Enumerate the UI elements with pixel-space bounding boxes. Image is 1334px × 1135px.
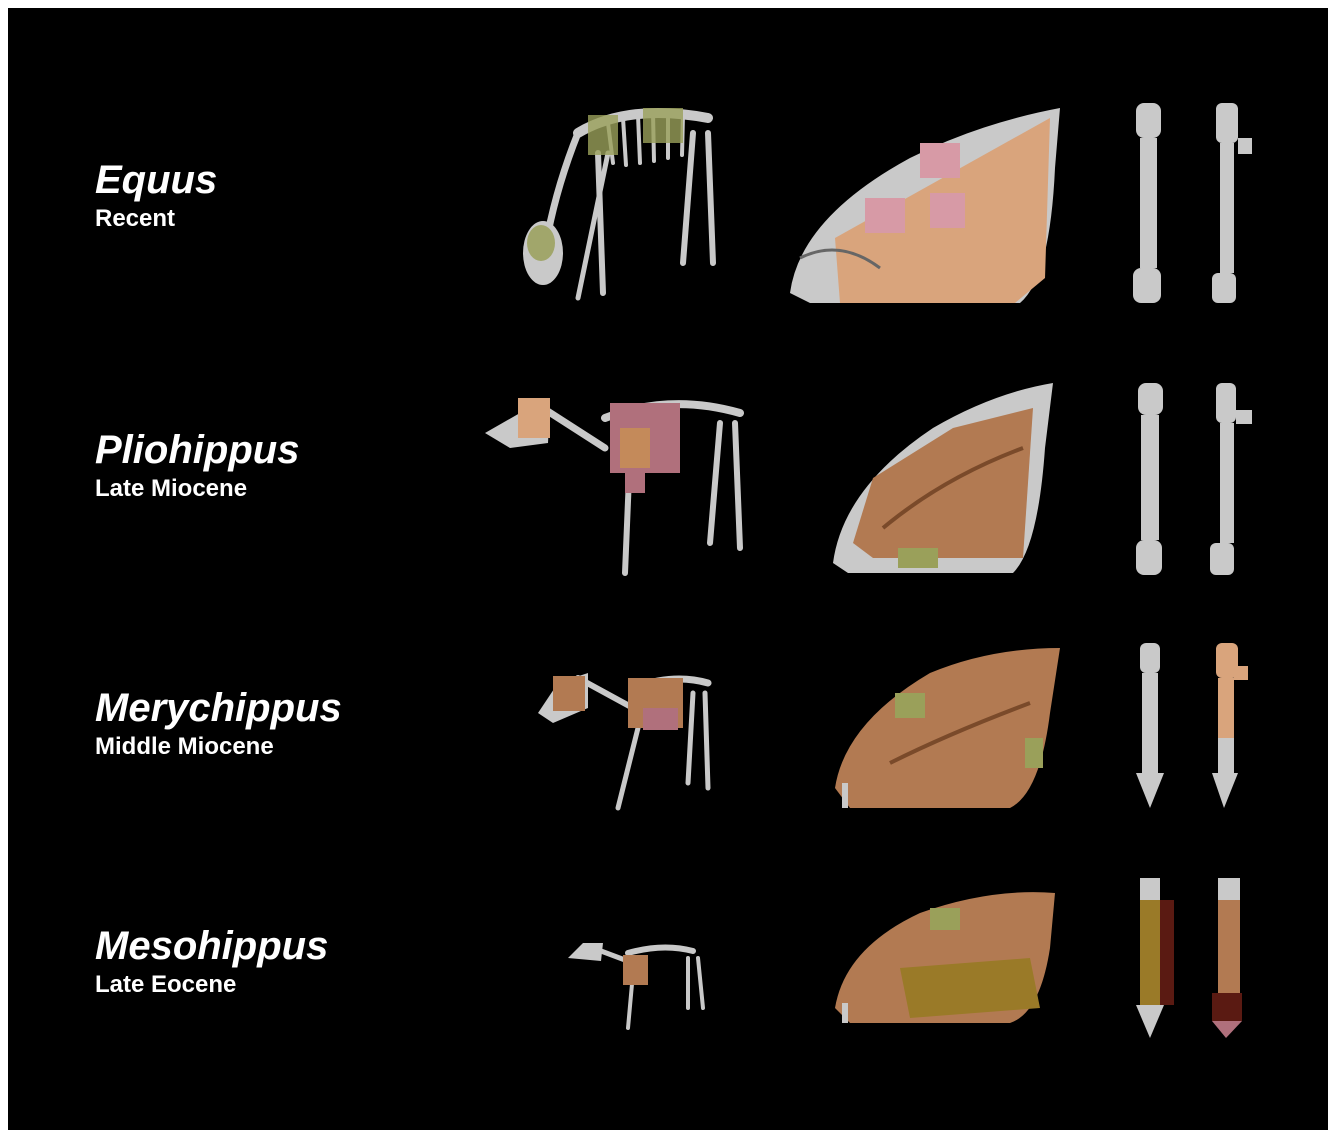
epoch-name: Late Eocene — [95, 970, 328, 1000]
epoch-name: Late Miocene — [95, 474, 299, 504]
genus-name: Mesohippus — [95, 924, 328, 968]
mesohippus-skeleton-icon — [563, 933, 713, 1033]
genus-name: Merychippus — [95, 686, 342, 730]
mesohippus-forelimb-bone-icon — [1128, 873, 1268, 1043]
row-mesohippus-label: Mesohippus Late Eocene — [95, 924, 328, 1000]
genus-name: Pliohippus — [95, 428, 299, 472]
row-merychippus-label: Merychippus Middle Miocene — [95, 686, 342, 762]
row-equus-label: Equus Recent — [95, 158, 217, 234]
merychippus-forelimb-bone-icon — [1128, 638, 1268, 813]
pliohippus-skeleton-icon — [480, 373, 765, 578]
equus-skeleton-icon — [508, 93, 738, 308]
epoch-name: Recent — [95, 204, 217, 234]
genus-name: Equus — [95, 158, 217, 202]
equus-forelimb-bone-icon — [1128, 98, 1268, 313]
pliohippus-forelimb-bone-icon — [1128, 378, 1268, 583]
equus-skull-icon — [780, 98, 1070, 313]
row-pliohippus-label: Pliohippus Late Miocene — [95, 428, 299, 504]
epoch-name: Middle Miocene — [95, 732, 342, 762]
merychippus-skull-icon — [830, 643, 1070, 813]
pliohippus-skull-icon — [823, 378, 1063, 578]
figure-panel: Equus Recent Pliohippus Late Miocene Mer… — [8, 8, 1328, 1130]
merychippus-skeleton-icon — [533, 658, 718, 813]
mesohippus-skull-icon — [830, 888, 1065, 1028]
